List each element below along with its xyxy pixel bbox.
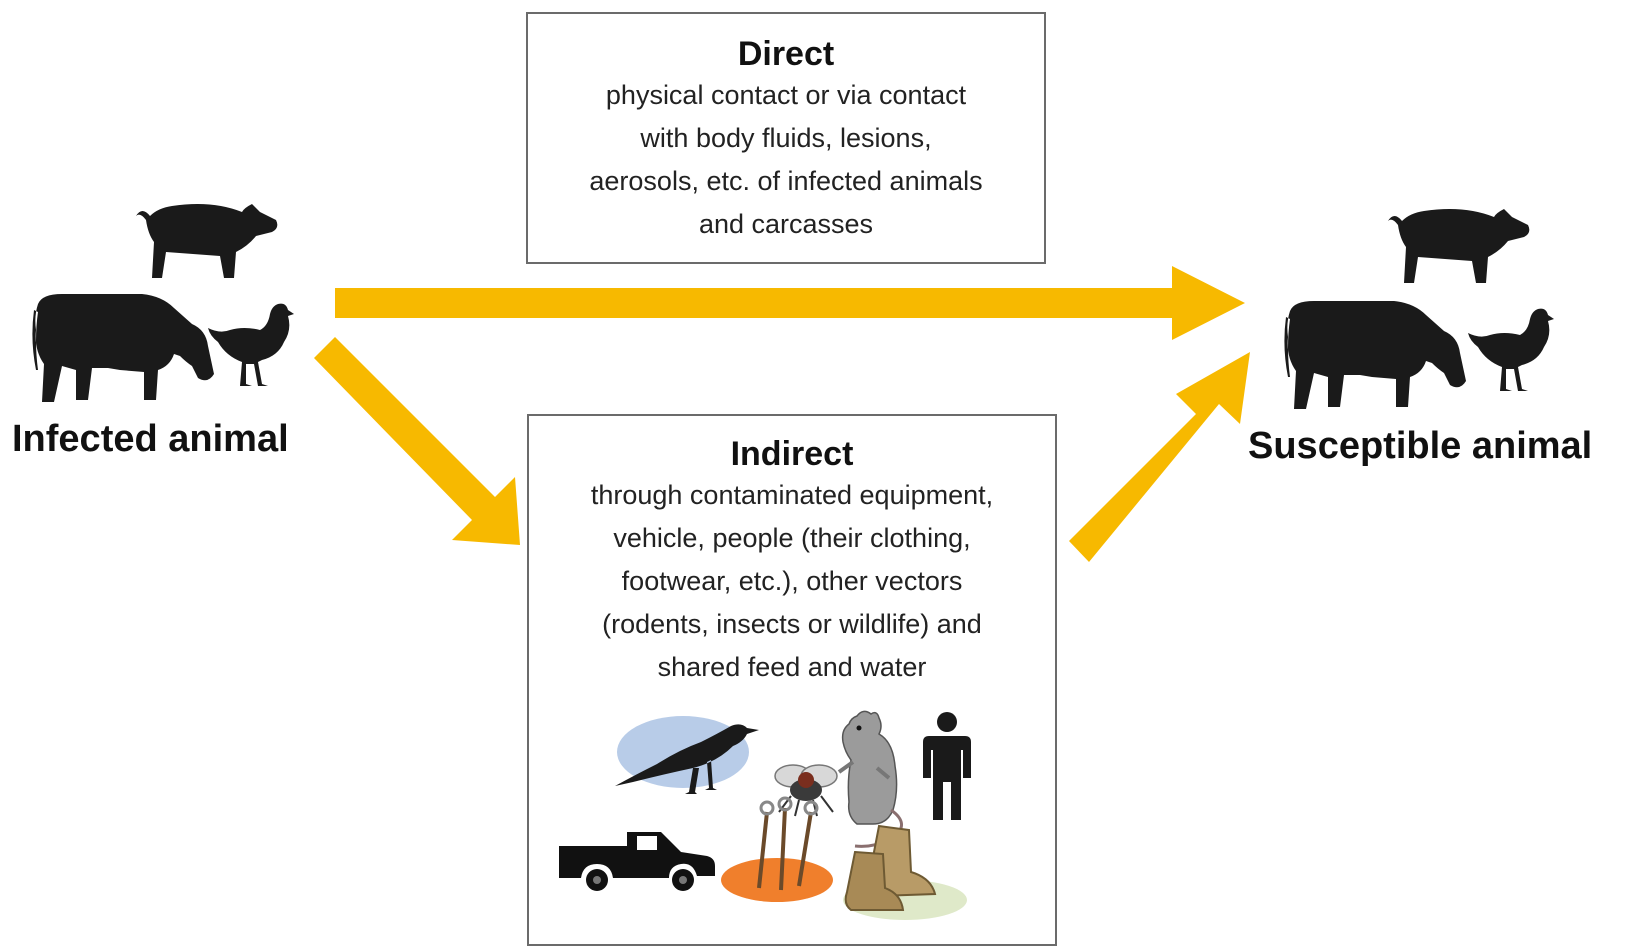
tools-icon [721,796,833,902]
susceptible-animal-label: Susceptible animal [1248,425,1593,467]
direct-arrow [335,266,1245,340]
fly-icon [774,764,838,817]
truck-icon [559,832,715,891]
indirect-line: (rodents, insects or wildlife) and [602,609,982,639]
infected-animal-group: Infected animal [0,180,330,500]
direct-box: Direct physical contact or via contact w… [526,12,1046,264]
chicken-icon [208,303,294,386]
direct-description: physical contact or via contact with bod… [528,74,1044,246]
direct-title: Direct [737,35,835,73]
indirect-line: through contaminated equipment, [590,480,994,510]
from-indirect-arrow [1069,352,1250,562]
crow-icon [615,716,759,794]
indirect-description: through contaminated equipment, vehicle,… [529,474,1055,689]
infected-animal-label: Infected animal [12,418,289,460]
rat-icon [837,710,903,848]
direct-line: and carcasses [698,209,874,239]
cow-icon [1284,301,1466,409]
direct-line: aerosols, etc. of infected animals [589,166,983,196]
indirect-box: Indirect through contaminated equipment,… [527,414,1057,946]
direct-line: physical contact or via contact [605,80,967,110]
indirect-line: shared feed and water [657,652,927,682]
pig-icon [136,204,278,278]
chicken-icon [1468,308,1554,391]
susceptible-animal-group: Susceptible animal [1240,185,1635,505]
pig-icon [1388,209,1530,283]
indirect-line: vehicle, people (their clothing, [613,523,971,553]
to-indirect-arrow [314,337,520,545]
direct-line: with body fluids, lesions, [640,123,932,153]
person-icon [923,712,971,820]
indirect-title: Indirect [730,435,854,473]
boots-icon [843,824,967,920]
cow-icon [32,294,215,402]
indirect-line: footwear, etc.), other vectors [621,566,963,596]
